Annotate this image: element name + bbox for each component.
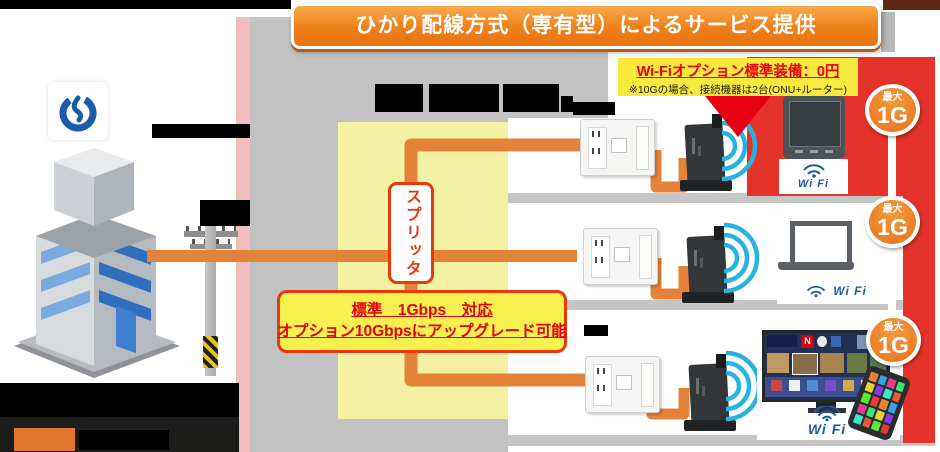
tablet-screen [789,101,841,147]
wifi-signal-icon-2 [724,222,760,294]
wifi-option-callout: Wi-Fiオプション標準装備：0円 ※10Gの場合、接続機器は2台(ONU+ルー… [618,58,858,96]
app-icon [882,388,893,400]
speed-badge-2: 最大 1G [865,196,920,248]
optical-outlet-1 [580,119,655,176]
redacted-outlet-label-1 [573,102,615,115]
redacted-building-title [503,84,559,112]
title-banner: ひかり配線方式（専有型）によるサービス提供 [291,3,881,49]
floor-divider-1 [508,193,935,203]
app-icon [891,391,902,403]
laptop-base [778,262,854,270]
outlet-side-panel [636,126,649,170]
wifi-label: Wi Fi [833,284,867,298]
fiber-color-swatch [14,428,75,451]
optical-outlet-3 [585,356,660,413]
callout-headline: Wi-Fiオプション標準装備：0円 [636,64,840,80]
floor-divider-3 [508,435,935,446]
splitter-box: スプリッタ [388,182,434,284]
wifi-logo-1: Wi Fi [779,159,848,194]
redacted-pole-label [200,200,250,226]
banner-shadow-stub [881,12,895,52]
app-icon [879,423,890,435]
upgrade-line-1: 標準 1Gbps 対応 [351,301,493,319]
tablet-device [783,95,845,159]
app-icon [856,403,867,415]
redacted-outlet-label-3 [584,325,608,336]
app-icon [864,381,875,394]
app-icon [860,392,871,404]
redacted-building-title [375,84,423,112]
floor-divider-2 [508,300,935,310]
redacted-legend-row-1 [0,383,239,417]
wifi-label: Wi Fi [807,420,847,437]
upgrade-note-box: 標準 1Gbps 対応 オプション10Gbpsにアップグレード可能 [277,290,567,353]
upgrade-line-2: オプション10Gbpsにアップグレード可能 [277,322,567,340]
optical-outlet-2 [583,228,658,285]
laptop-device [790,221,852,269]
redacted-legend-text [79,430,169,450]
speed-badge-3: 最大 1G [866,314,921,366]
utility-pole [205,216,216,376]
wifi-signal-icon-1 [722,110,758,182]
onu-device-2 [682,226,734,308]
pole-stripe-marker [203,336,218,368]
redacted-building-title [561,96,573,112]
app-icon [878,399,889,411]
outlet-port [611,138,627,153]
speed-badge-1: 最大 1G [865,84,920,136]
app-icon [874,409,885,421]
splitter-label: スプリッタ [403,188,420,278]
tv-app-tile: N [801,335,814,348]
top-right-dark-strip [883,0,940,10]
redacted-building-title [429,84,499,112]
redacted-top-bar [0,0,291,9]
wifi-label: Wi Fi [797,177,830,190]
callout-pointer [705,96,771,137]
outlet-socket [588,127,607,169]
ntt-logo-box [48,82,108,140]
wifi-logo-3: Wi Fi [793,404,861,438]
app-icon [886,377,897,390]
app-icon [852,413,864,425]
app-icon [887,402,898,414]
wifi-logo-2: Wi Fi [777,278,895,304]
app-icon [870,420,881,432]
office-building-illustration [14,148,180,378]
app-icon [894,381,906,393]
redacted-office-label [152,124,250,138]
callout-note: ※10Gの場合、接続機器は2台(ONU+ルーター) [629,84,847,96]
app-icon [883,412,894,425]
onu-device-3 [684,354,736,436]
app-icon [868,371,879,383]
ntt-logo-icon [59,94,97,132]
